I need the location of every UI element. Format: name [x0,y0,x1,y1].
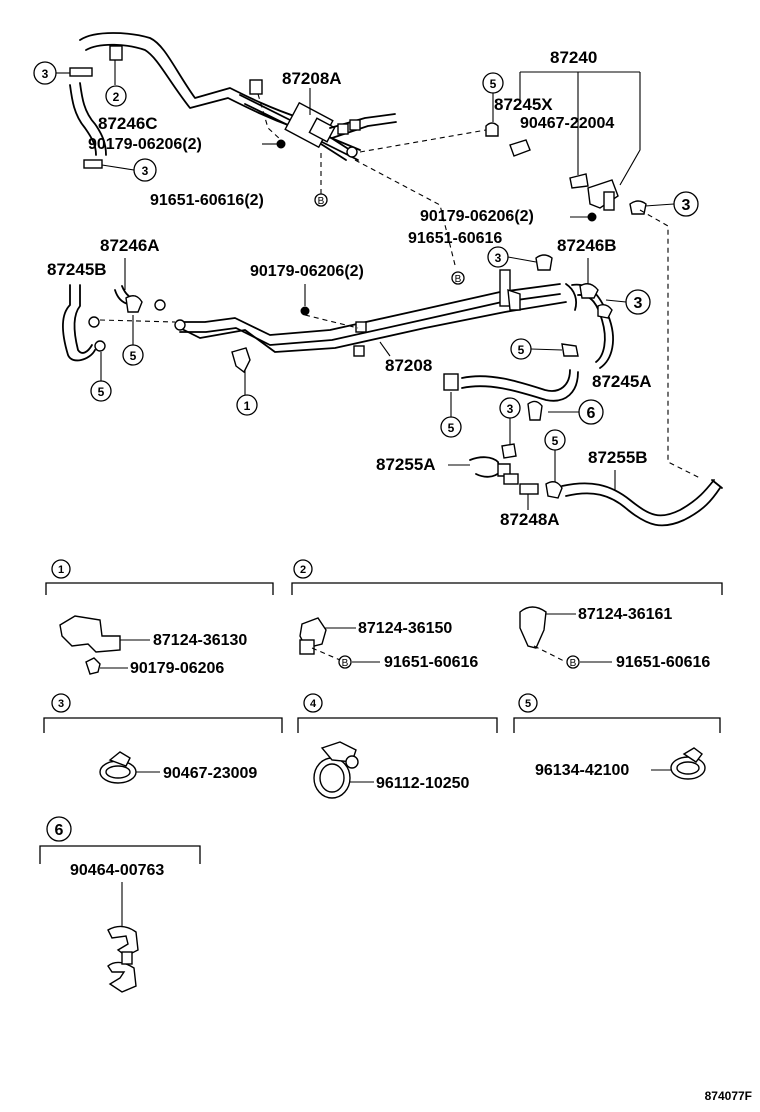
svg-text:B: B [318,196,325,207]
callout-5-top: 5 [482,72,504,122]
label-87208: 87208 [385,356,432,375]
callout-3-topleft: 3 [33,61,70,85]
svg-text:6: 6 [587,405,596,422]
label-90179-06206-b: 90179-06206(2) [420,208,534,225]
label-87246C: 87246C [98,114,158,133]
label-87255A: 87255A [376,455,436,474]
label-87255B: 87255B [588,448,648,467]
group-4-part-1: 96112-10250 [376,775,470,792]
label-90179-06206-a: 90179-06206(2) [88,136,202,153]
group-1: 1 87124-36130 90179-06206 [45,559,274,677]
group-4: 4 96112-10250 [297,693,498,799]
callout-5-left-b: 5 [90,352,112,402]
svg-text:3: 3 [507,402,514,416]
svg-text:3: 3 [682,197,691,214]
label-90467-22004: 90467-22004 [520,115,614,132]
callout-3-lower: 3 [499,397,521,445]
svg-text:1: 1 [244,399,251,413]
label-87245A: 87245A [592,372,652,391]
label-90179-06206-c: 90179-06206(2) [250,263,364,280]
svg-text:B: B [570,658,577,669]
label-87246A: 87246A [100,236,160,255]
svg-text:5: 5 [98,385,105,399]
callout-5-lower-right: 5 [544,429,566,484]
callout-5-middle: 5 [510,338,563,360]
callout-5-lower: 5 [440,392,462,438]
label-87240: 87240 [550,48,597,67]
hose-87245A [443,369,579,402]
label-87248A: 87248A [500,510,560,529]
group-1-part-1: 87124-36130 [153,632,247,649]
bracket-1-middle: 1 [231,347,258,416]
svg-text:5: 5 [552,434,559,448]
svg-text:3: 3 [495,251,502,265]
callout-5-left-a: 5 [122,315,144,366]
group-2-part-1: 87124-36150 [358,620,452,637]
diagram-code: 874077F [705,1089,752,1103]
label-87208A: 87208A [282,69,342,88]
svg-text:2: 2 [300,564,306,576]
label-87245X: 87245X [494,95,553,114]
svg-text:5: 5 [130,349,137,363]
pipe-87208 [175,269,578,357]
group-6-part-1: 90464-00763 [70,862,164,879]
svg-text:6: 6 [55,822,64,839]
svg-text:3: 3 [142,164,149,178]
svg-text:1: 1 [58,564,64,576]
group-6: 6 90464-00763 [39,816,201,993]
group-1-part-2: 90179-06206 [130,660,224,677]
svg-text:B: B [455,274,462,285]
callout-3-right-top: 3 [644,191,699,217]
group-2-part-2: 91651-60616 [384,654,478,671]
group-2-part-4: 91651-60616 [616,654,710,671]
svg-text:4: 4 [310,698,317,710]
svg-text:2: 2 [113,90,120,104]
pipe-87208A [79,32,397,161]
hose-87255B [561,479,723,527]
svg-text:5: 5 [525,698,531,710]
group-5: 5 96134-42100 [513,693,721,780]
group-2: 2 87124-36150 B 91651-60616 87124-36161 … [291,559,723,671]
label-91651-60616-2: 91651-60616(2) [150,192,264,209]
callout-3-middle: 3 [487,246,537,268]
svg-text:5: 5 [518,343,525,357]
svg-text:3: 3 [634,295,643,312]
label-87246B: 87246B [557,236,617,255]
label-91651-60616: 91651-60616 [408,230,502,247]
hose-87246C-assembly [69,45,263,169]
hose-87245B-assembly [62,284,186,362]
svg-text:3: 3 [58,698,64,710]
callout-2-top: 2 [105,85,127,107]
svg-text:5: 5 [448,421,455,435]
group-3: 3 90467-23009 [43,693,283,784]
svg-text:B: B [342,658,349,669]
svg-text:5: 5 [490,77,497,91]
group-3-part-1: 90467-23009 [163,765,257,782]
group-2-part-3: 87124-36161 [578,606,672,623]
svg-text:3: 3 [42,67,49,81]
callout-6-lower: 6 [548,399,604,425]
callout-3-left: 3 [101,158,157,182]
group-5-part-1: 96134-42100 [535,762,629,779]
label-87245B: 87245B [47,260,107,279]
callout-3-right-middle: 3 [605,289,651,315]
